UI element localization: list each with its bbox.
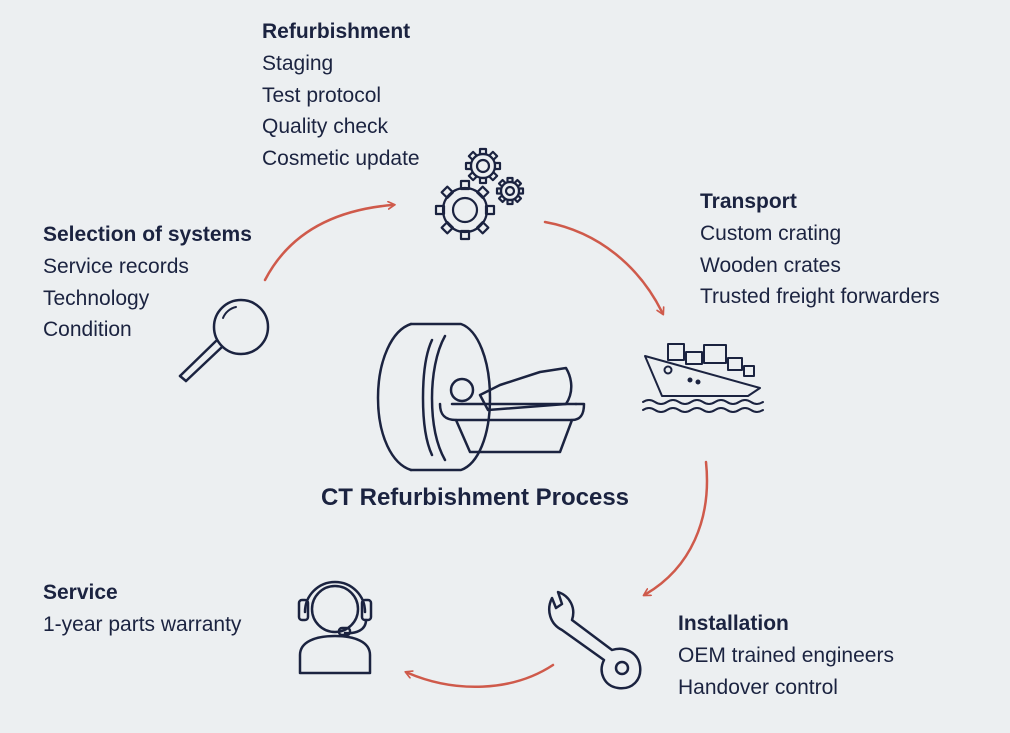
step-item: OEM trained engineers bbox=[678, 644, 894, 667]
gears-icon bbox=[434, 147, 525, 241]
step-item: Wooden crates bbox=[700, 253, 841, 277]
step-selection: Selection of systems Service records Tec… bbox=[43, 219, 252, 346]
step-heading: Transport bbox=[700, 190, 797, 213]
step-item: Service records bbox=[43, 255, 189, 278]
step-item: Custom crating bbox=[700, 222, 842, 245]
ct-scanner-icon bbox=[376, 322, 586, 472]
step-item: Trusted freight forwarders bbox=[700, 285, 940, 308]
wrench-icon bbox=[548, 590, 642, 690]
arrow-refurbishment-to-transport bbox=[543, 220, 662, 312]
arrow-transport-to-installation bbox=[646, 460, 709, 594]
step-heading: Selection of systems bbox=[43, 223, 252, 246]
step-item: 1-year parts warranty bbox=[43, 613, 242, 636]
step-item: Handover control bbox=[678, 675, 838, 699]
step-item: Test protocol bbox=[262, 83, 382, 107]
headset-operator-icon bbox=[297, 580, 373, 675]
step-service: Service 1-year parts warranty bbox=[43, 577, 241, 641]
step-item: Cosmetic update bbox=[262, 146, 420, 170]
ship-icon bbox=[642, 343, 764, 413]
arrow-selection-to-refurbishment bbox=[263, 205, 392, 282]
diagram-title: CT Refurbishment Process bbox=[320, 484, 630, 511]
step-heading: Service bbox=[43, 581, 118, 604]
step-item: Staging bbox=[262, 52, 334, 75]
step-item: Quality check bbox=[262, 115, 389, 138]
step-heading: Refurbishment bbox=[262, 20, 411, 43]
step-refurbishment: Refurbishment Staging Test protocol Qual… bbox=[262, 16, 420, 174]
step-heading: Installation bbox=[678, 612, 789, 635]
step-item: Condition bbox=[43, 318, 132, 341]
step-item: Technology bbox=[43, 286, 150, 310]
step-transport: Transport Custom crating Wooden crates T… bbox=[700, 186, 940, 313]
step-installation: Installation OEM trained engineers Hando… bbox=[678, 608, 894, 703]
cycle-arrows bbox=[263, 205, 709, 689]
arrow-installation-to-service bbox=[408, 663, 555, 689]
magnifier-icon bbox=[178, 298, 270, 383]
